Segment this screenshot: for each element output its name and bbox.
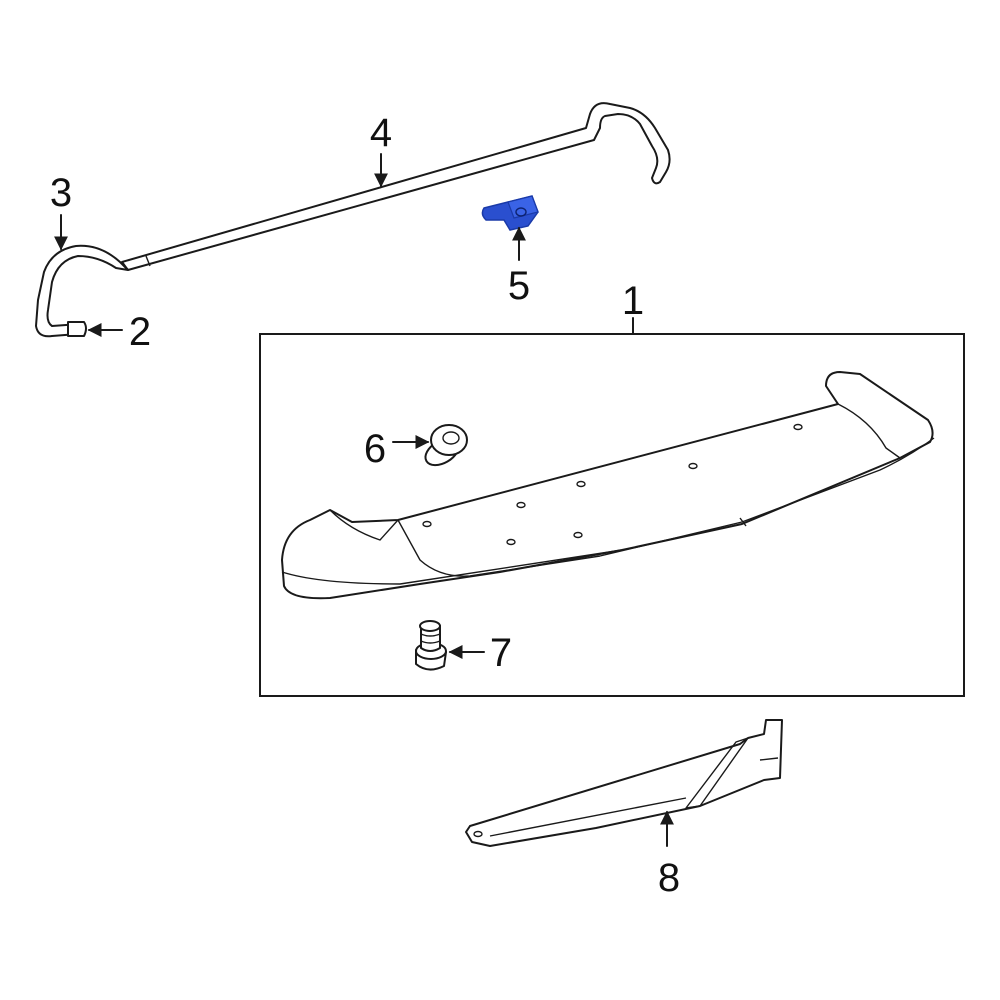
clip-part-5[interactable] xyxy=(481,195,539,231)
callout-6: 6 xyxy=(364,427,386,471)
assembly-frame xyxy=(259,333,965,697)
callout-1: 1 xyxy=(622,279,644,323)
rod-part-4[interactable] xyxy=(121,102,671,271)
callout-3: 3 xyxy=(50,171,72,215)
callout-8: 8 xyxy=(658,856,680,900)
bolt-part-7[interactable] xyxy=(415,620,447,671)
callout-5: 5 xyxy=(508,264,530,308)
callout-labels: 1 2 3 4 5 6 7 8 xyxy=(50,111,680,900)
spoiler-part-1[interactable] xyxy=(281,371,935,600)
bracket-part-8[interactable] xyxy=(465,719,783,847)
callout-4: 4 xyxy=(370,111,392,155)
mounting-holes xyxy=(422,423,803,546)
cap-part-2[interactable] xyxy=(67,321,87,337)
callout-leaders xyxy=(54,153,674,847)
callout-2: 2 xyxy=(129,310,151,354)
callout-7: 7 xyxy=(490,631,512,675)
grommet-part-6[interactable] xyxy=(421,424,468,471)
